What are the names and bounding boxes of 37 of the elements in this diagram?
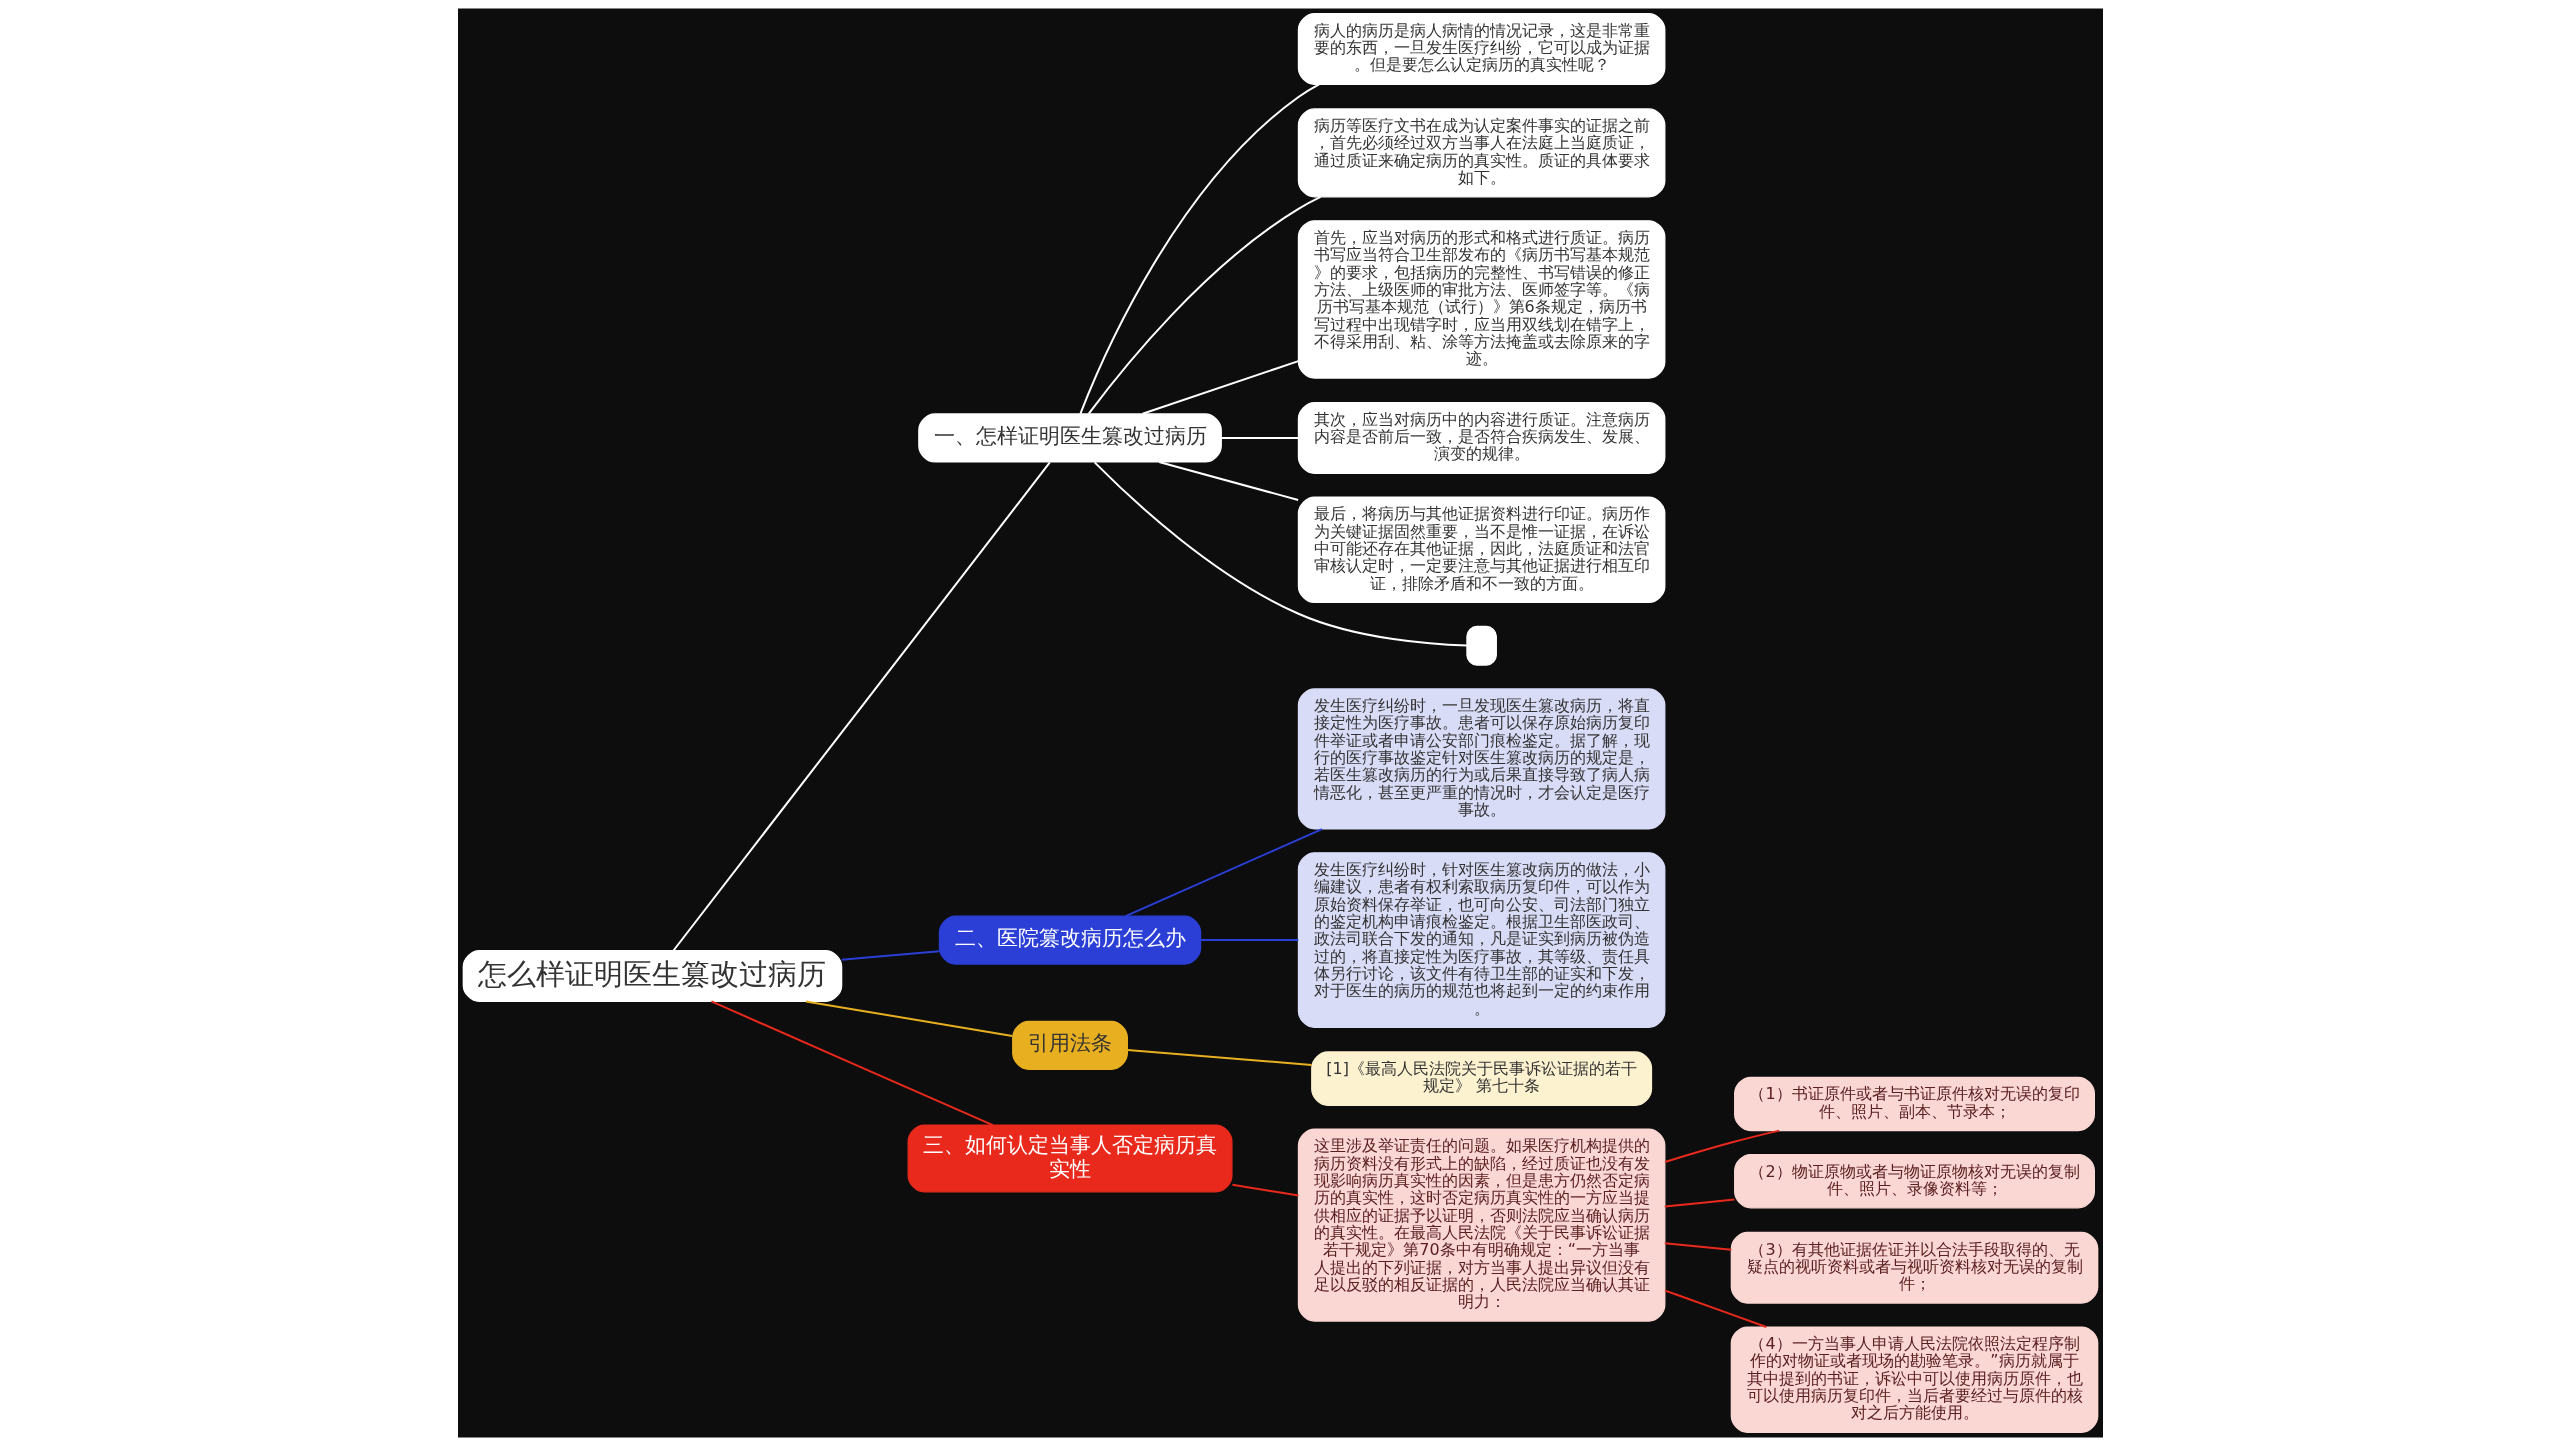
node-box: 这里涉及举证责任的问题。如果医疗机构提供的病历资料没有形式上的缺陷，经过质证也没有发现影响病历真实性的因素，但是患方仍然否定病历的真实性，这时否定病历真实性的一方应当提供相应的证据予以证明，否则法院应当确认病历的真实性。在最高人民法院《关于民事诉讼证据若干规定》第70条中有明确规定：“一方当事人提出的下列证据，对方当事人提出异议但没有足以反驳的相反证据的，人民法院应当确认其证明力： [1297, 1128, 1665, 1322]
node-box [1465, 625, 1497, 666]
node-box: 怎么样证明医生篡改过病历 [462, 950, 842, 1003]
node-box: （1）书证原件或者与书证原件核对无误的复印件、照片、副本、节录本； [1733, 1076, 2095, 1132]
node-box: 首先，应当对病历的形式和格式进行质证。病历书写应当符合卫生部发布的《病历书写基本规范》的要求，包括病历的完整性、书写错误的修正方法、上级医师的审批方法、医师签字等。《病历书写基本规范（试行）》第6条规定，病历书写过程中出现错字时，应当用双线划在错字上，不得采用刮、粘、涂等方法掩盖或去除原来的字迹。 [1297, 220, 1665, 379]
connector [1663, 1289, 1767, 1328]
node-box: 病历等医疗文书在成为认定案件事实的证据之前，首先必须经过双方当事人在法庭上当庭质证，通过质证来确定病历的真实性。质证的具体要求如下。 [1297, 108, 1665, 198]
connector [1230, 1183, 1299, 1197]
connector [1663, 1129, 1780, 1164]
connector [1199, 939, 1299, 942]
connector [1125, 1048, 1313, 1066]
node-box: （3）有其他证据佐证并以合法手段取得的、无疑点的视听资料或者与视听资料核对无误的复制件； [1730, 1231, 2098, 1304]
node-box: 二、医院篡改病历怎么办 [938, 915, 1201, 965]
connector [1663, 1242, 1732, 1251]
connector [1141, 360, 1299, 415]
connector [1663, 1198, 1735, 1208]
connector [1157, 460, 1299, 501]
node-box: [1]《最高人民法院关于民事诉讼证据的若干规定》 第七十条 [1310, 1051, 1652, 1106]
node-box: 发生医疗纠纷时，一旦发现医生篡改病历，将直接定性为医疗事故。患者可以保存原始病历复印件举证或者申请公安部门痕检鉴定。据了解，现行的医疗事故鉴定针对医生篡改病历的规定是，若医生篡改病历的行为或后果直接导致了病人病情恶化，甚至更严重的情况时，才会认定是医疗事故。 [1297, 688, 1665, 830]
connector [1087, 195, 1322, 415]
connector [710, 1000, 994, 1127]
node-box: （4）一方当事人申请人民法院依照法定程序制作的对物证或者现场的勘验笔录。”病历就属于其中提到的书证，诉讼中可以使用病历原件，也可以使用病历复印件，当后者要经过与原件的核对之后方能使用。 [1730, 1326, 2098, 1433]
node-box: 其次，应当对病历中的内容进行质证。注意病历内容是否前后一致，是否符合疾病发生、发展、演变的规律。 [1297, 402, 1665, 474]
node-box: 发生医疗纠纷时，针对医生篡改病历的做法，小编建议，患者有权利索取病历复印件，可以作为原始资料保存举证，也可向公安、司法部门独立的鉴定机构申请痕检鉴定。根据卫生部医政司、政法司联合下发的通知，凡是证实到病历被伪造过的，将直接定性为医疗事故，其等级、责任具体另行讨论，该文件有待卫生部的证实和下发，对于医生的病历的规范也将起到一定的约束作用。 [1297, 852, 1665, 1029]
connector [840, 950, 940, 961]
connector [1124, 828, 1323, 918]
node-box: 引用法条 [1011, 1020, 1128, 1070]
connector [1093, 461, 1468, 647]
connector [1078, 83, 1320, 415]
node-box: 三、如何认定当事人否定病历真实性 [907, 1124, 1233, 1193]
connector [804, 1000, 1013, 1037]
node-box: 最后，将病历与其他证据资料进行印证。病历作为关键证据固然重要，当不是惟一证据，在诉讼中可能还存在其他证据，因此，法庭质证和法官审核认定时，一定要注意与其他证据进行相互印证，排除矛盾和不一致的方面。 [1297, 496, 1665, 604]
node-box: 一、怎样证明医生篡改过病历 [917, 413, 1222, 463]
node-box: 病人的病历是病人病情的情况记录，这是非常重要的东西，一旦发生医疗纠纷，它可以成为证据。但是要怎么认定病历的真实性呢？ [1297, 13, 1665, 85]
connector [672, 461, 1051, 952]
connector [1219, 436, 1299, 439]
node-box: （2）物证原物或者与物证原物核对无误的复制件、照片、录像资料等； [1733, 1153, 2095, 1209]
